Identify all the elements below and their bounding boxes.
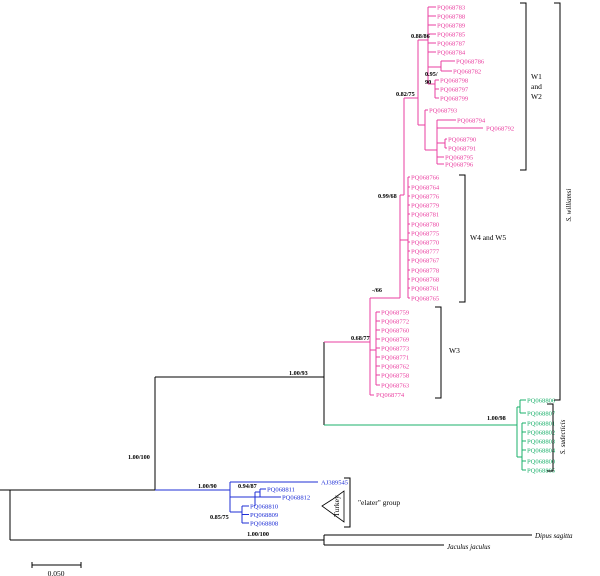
tip-label: PQ068764 — [411, 184, 440, 191]
group-label-w3: W3 — [449, 346, 460, 355]
tip-label: PQ068761 — [411, 285, 439, 292]
tip-label: PQ068809 — [250, 512, 279, 519]
tip-label: PQ068795 — [445, 154, 474, 161]
bracket-elater — [344, 477, 351, 528]
group-label-w1-w2: and — [531, 82, 542, 91]
tip-label: PQ068811 — [267, 486, 295, 493]
bracket-s-williamsi — [554, 2, 561, 401]
turkey-marker-icon — [321, 490, 345, 523]
support-value: 0.68/77 — [351, 335, 370, 342]
support-value: 1.00/98 — [487, 415, 506, 422]
tree-branches — [0, 6, 532, 546]
tip-label: PQ068765 — [411, 295, 440, 302]
tip-label: PQ068758 — [381, 372, 410, 379]
support-value: 0.88/86 — [411, 33, 430, 40]
bracket-w1-w2 — [520, 2, 527, 171]
support-value: 0.82/75 — [396, 91, 415, 98]
tip-label: PQ068776 — [411, 193, 440, 200]
tip-label: PQ068783 — [437, 4, 466, 11]
tip-label: PQ068802 — [527, 429, 555, 436]
tip-label: PQ068812 — [282, 494, 310, 501]
tip-label: PQ068777 — [411, 248, 440, 255]
tip-label: PQ068775 — [411, 230, 440, 237]
tip-label: PQ068759 — [381, 309, 410, 316]
tip-label: PQ068791 — [448, 145, 476, 152]
tip-label: PQ068782 — [453, 68, 481, 75]
tip-label: PQ068810 — [250, 503, 279, 510]
tip-label: PQ068785 — [437, 31, 466, 38]
species-label-sudecticis: S. sudecticis — [559, 419, 567, 454]
tip-label: PQ068787 — [437, 40, 466, 47]
tip-label: PQ068773 — [381, 345, 410, 352]
tip-label: PQ068801 — [527, 420, 555, 427]
tip-label: PQ068808 — [250, 520, 279, 527]
support-value: 1.00/93 — [289, 370, 308, 377]
tip-label: PQ068768 — [411, 276, 440, 283]
support-value: 1.00/100 — [128, 454, 150, 461]
tip-label: PQ068803 — [527, 438, 556, 445]
support-value: 0.85/75 — [210, 514, 229, 521]
tip-label: PQ068800 — [527, 458, 556, 465]
tip-label: PQ068789 — [437, 22, 466, 29]
support-value: 0.95/ — [425, 71, 438, 78]
tip-label: PQ068793 — [429, 107, 458, 114]
tip-label: PQ068770 — [411, 239, 440, 246]
support-value: 1.00/100 — [247, 531, 269, 538]
tip-label: PQ068774 — [376, 392, 405, 399]
tip-label: PQ068806 — [527, 397, 556, 404]
support-value: 1.00/90 — [198, 483, 217, 490]
tip-label: PQ068771 — [381, 354, 409, 361]
tip-label: PQ068797 — [440, 86, 469, 93]
outgroup-label: Dipus sagitta — [534, 532, 573, 540]
tip-label: PQ068763 — [381, 382, 410, 389]
tip-label: PQ068799 — [440, 95, 469, 102]
group-label-elater: "elater" group — [358, 498, 400, 507]
bracket-w4-w5 — [459, 174, 466, 303]
tip-label: PQ068792 — [486, 125, 514, 132]
tip-label: PQ068794 — [457, 117, 486, 124]
tip-label: PQ068778 — [411, 267, 440, 274]
tip-label: PQ068804 — [527, 447, 556, 454]
tip-label: PQ068762 — [381, 363, 409, 370]
tip-label: PQ068781 — [411, 211, 439, 218]
group-label-w1-w2: W1 — [531, 72, 542, 81]
bracket-s-sudecticis — [547, 403, 554, 472]
tip-label: PQ068769 — [381, 336, 410, 343]
outgroup-label: Jaculus jaculus — [447, 543, 491, 551]
annotations: 1.00/100 1.00/100 1.00/90 0.94/87 0.85/75 1.0… — [31, 2, 573, 576]
turkey-label: Turkey — [332, 495, 341, 517]
species-label-williamsi: S. williamsi — [565, 189, 573, 222]
tip-label: PQ068784 — [437, 49, 466, 56]
support-value: 0.99/68 — [378, 193, 397, 200]
support-value: 0.94/87 — [238, 483, 257, 490]
tip-label: PQ068790 — [448, 136, 477, 143]
tip-label: PQ068786 — [456, 58, 485, 65]
bracket-w3 — [435, 306, 442, 399]
group-label-w1-w2: W2 — [531, 92, 542, 101]
tip-label: PQ068788 — [437, 13, 466, 20]
tip-label: PQ068772 — [381, 318, 409, 325]
support-value: 90 — [425, 79, 431, 86]
tip-label: PQ068779 — [411, 202, 440, 209]
support-value: -/66 — [372, 287, 382, 294]
tip-label: PQ068780 — [411, 221, 440, 228]
tip-label: PQ068807 — [527, 410, 556, 417]
tip-label: PQ068766 — [411, 174, 440, 181]
tip-label: PQ068760 — [381, 327, 410, 334]
group-label-w4-w5: W4 and W5 — [470, 233, 506, 242]
scale-bar-label: 0.050 — [48, 569, 65, 576]
tip-label: PQ068805 — [527, 467, 556, 474]
tip-label: AJ389545 — [321, 479, 349, 486]
tip-label: PQ068796 — [445, 161, 474, 168]
tip-label: PQ068767 — [411, 257, 440, 264]
tip-label: PQ068798 — [440, 77, 469, 84]
